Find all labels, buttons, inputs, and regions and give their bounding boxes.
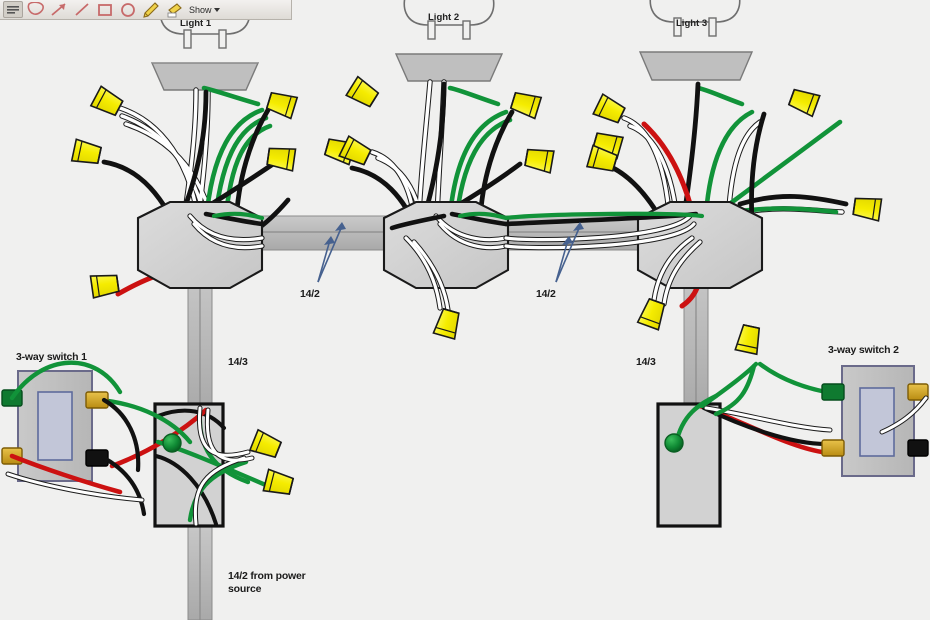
cable-14-2-power-source bbox=[187, 519, 213, 620]
ceiling-junction-box-3 bbox=[503, 81, 883, 331]
freeform-shape-icon[interactable] bbox=[26, 1, 46, 18]
chevron-down-icon bbox=[213, 7, 220, 12]
light-label-2: Light 2 bbox=[428, 12, 460, 23]
three-way-switch-2 bbox=[821, 365, 929, 477]
highlighter-tool-icon[interactable] bbox=[164, 1, 184, 18]
light-fixture-3 bbox=[638, 0, 754, 81]
wire-nut bbox=[249, 429, 284, 461]
common-terminal-screw bbox=[907, 439, 929, 457]
wire-nut bbox=[90, 85, 125, 119]
line-tool-icon[interactable] bbox=[72, 1, 92, 18]
wire-nut bbox=[787, 85, 821, 118]
switch-label-1: 3-way switch 1 bbox=[16, 351, 87, 363]
wire-nut bbox=[523, 145, 555, 174]
wire-nut bbox=[262, 468, 295, 498]
show-dropdown-label: Show bbox=[189, 4, 212, 15]
annotation-arrows bbox=[317, 225, 581, 283]
brass-terminal-screw bbox=[907, 383, 929, 401]
rectangle-tool-icon[interactable] bbox=[95, 1, 115, 18]
ellipse-tool-icon[interactable] bbox=[118, 1, 138, 18]
cable-label-14-3-right: 14/3 bbox=[636, 356, 656, 368]
wire-nut bbox=[89, 271, 121, 299]
light-label-3: Light 3 bbox=[676, 18, 708, 29]
ground-terminal-screw bbox=[821, 383, 845, 401]
switch-box-right bbox=[656, 323, 833, 528]
arrow-heads bbox=[324, 222, 584, 245]
light-fixture-2 bbox=[394, 0, 504, 82]
switch-box-left bbox=[97, 397, 295, 528]
switch-label-2: 3-way switch 2 bbox=[828, 344, 899, 356]
wire-nut bbox=[734, 323, 763, 356]
pencil-tool-icon[interactable] bbox=[141, 1, 161, 18]
cable-label-power-source: 14/2 from power source bbox=[228, 570, 306, 595]
wire-nut bbox=[592, 93, 627, 127]
cable-label-14-2-left: 14/2 bbox=[300, 288, 320, 300]
show-dropdown[interactable]: Show bbox=[189, 5, 220, 15]
wire-nut bbox=[509, 89, 543, 120]
three-way-switch-1 bbox=[1, 360, 147, 517]
menu-icon[interactable] bbox=[3, 1, 23, 18]
light-label-1: Light 1 bbox=[180, 18, 212, 29]
wire-nut bbox=[265, 89, 299, 120]
wire-nut bbox=[851, 194, 883, 222]
annotation-toolbar[interactable]: Show bbox=[0, 0, 292, 20]
cable-label-14-2-right: 14/2 bbox=[536, 288, 556, 300]
cable-label-14-3-left: 14/3 bbox=[228, 356, 248, 368]
wire-nut bbox=[432, 307, 463, 340]
arrow-tool-icon[interactable] bbox=[49, 1, 69, 18]
wire-nut bbox=[345, 75, 381, 110]
ceiling-junction-box-1 bbox=[70, 85, 356, 299]
wire-nut bbox=[70, 138, 103, 167]
ceiling-junction-box-2 bbox=[338, 75, 624, 340]
brass-terminal-screw bbox=[821, 439, 845, 457]
